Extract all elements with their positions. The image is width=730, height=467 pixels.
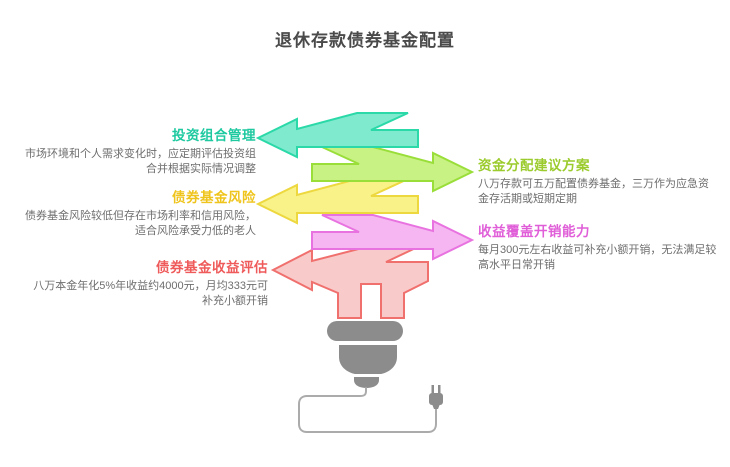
section-portfolio-management: 投资组合管理 市场环境和个人需求变化时，应定期评估投资组合并根据实际情况调整 [18, 129, 256, 177]
arrow-left-fund-risk [255, 178, 419, 225]
section-description: 市场环境和个人需求变化时，应定期评估投资组合并根据实际情况调整 [25, 148, 256, 175]
section-description: 八万存款可五万配置债券基金，三万作为应急资金存活期或短期定期 [478, 178, 709, 205]
section-description: 债券基金风险较低但存在市场利率和信用风险，适合风险承受力低的老人 [25, 210, 256, 237]
section-expense-coverage: 收益覆盖开销能力 每月300元左右收益可补充小额开销，无法满足较高水平日常开销 [478, 225, 718, 273]
section-title: 债券基金风险 [172, 190, 256, 205]
section-title: 资金分配建议方案 [478, 158, 590, 173]
arrow-left-portfolio-management [255, 112, 419, 159]
section-description: 每月300元左右收益可补充小额开销，无法满足较高水平日常开销 [478, 244, 717, 271]
plug-prong-left [431, 385, 434, 394]
arrow-left-income-evaluation [270, 244, 429, 319]
bulb-socket [339, 345, 397, 374]
section-title: 债券基金收益评估 [156, 260, 268, 275]
section-description: 八万本金年化5%年收益约4000元，月均333元可补充小额开销 [33, 280, 268, 307]
section-income-evaluation: 债券基金收益评估 八万本金年化5%年收益约4000元，月均333元可补充小额开销 [24, 261, 268, 309]
plug-prong-right [438, 385, 441, 394]
section-fund-risk: 债券基金风险 债券基金风险较低但存在市场利率和信用风险，适合风险承受力低的老人 [18, 191, 256, 239]
section-fund-allocation: 资金分配建议方案 八万存款可五万配置债券基金，三万作为应急资金存活期或短期定期 [478, 159, 718, 207]
page-title: 退休存款债券基金配置 [275, 31, 455, 50]
plug-neck [432, 404, 440, 409]
power-cord [298, 387, 437, 433]
plug-body [429, 393, 443, 405]
bulb-tip [354, 377, 379, 388]
power-plug-icon [429, 385, 443, 409]
lightbulb-icon [327, 321, 403, 388]
arrow-right-fund-allocation [311, 146, 475, 193]
bulb-base-pill [327, 321, 403, 341]
section-title: 收益覆盖开销能力 [478, 224, 590, 239]
arrow-right-expense-coverage [311, 214, 475, 261]
section-title: 投资组合管理 [172, 128, 256, 143]
